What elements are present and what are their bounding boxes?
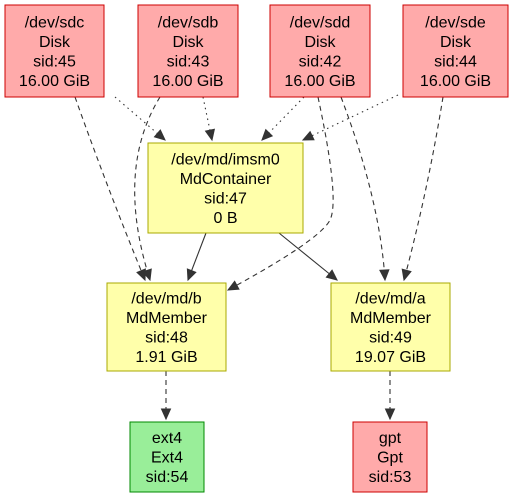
arrowhead-imsm0-mda bbox=[325, 269, 338, 281]
node-label-line: Disk bbox=[39, 34, 71, 51]
arrowhead-sde-mda bbox=[401, 268, 412, 282]
node-label-line: /dev/sdb bbox=[158, 14, 219, 31]
node-box bbox=[129, 421, 205, 493]
node-box bbox=[137, 4, 239, 98]
arrowhead-mdb-ext4 bbox=[160, 408, 172, 421]
node-label-line: /dev/md/imsm0 bbox=[171, 151, 280, 168]
node-label-line: sid:54 bbox=[146, 469, 189, 486]
node-box bbox=[4, 4, 105, 98]
node-label-line: Disk bbox=[440, 34, 472, 51]
node-label-line: /dev/sde bbox=[425, 14, 486, 31]
node-label-line: 19.07 GiB bbox=[355, 349, 426, 366]
node-label-line: sid:45 bbox=[33, 53, 76, 70]
node-label-line: MdMember bbox=[350, 310, 432, 327]
node-label-line: 16.00 GiB bbox=[420, 73, 491, 90]
node-label-line: ext4 bbox=[152, 430, 182, 447]
node-label-line: Gpt bbox=[377, 450, 403, 467]
node-label-line: /dev/md/a bbox=[355, 290, 425, 307]
arrowhead-sdd-imsm0 bbox=[261, 128, 274, 141]
edges-layer bbox=[74, 94, 444, 421]
arrowhead-sdc-mdb bbox=[136, 268, 146, 282]
node-label-line: /dev/sdd bbox=[290, 14, 350, 31]
node-label-line: 16.00 GiB bbox=[152, 73, 223, 90]
node-label-line: sid:47 bbox=[204, 190, 247, 207]
node-label-line: 1.91 GiB bbox=[135, 349, 197, 366]
edge-sdc-mdb bbox=[74, 96, 146, 281]
node-label-line: sid:44 bbox=[434, 53, 477, 70]
arrowhead-sde-imsm0 bbox=[301, 130, 315, 141]
arrowhead-sdc-imsm0 bbox=[153, 129, 166, 141]
node-label-line: /dev/md/b bbox=[131, 290, 201, 307]
node-label-line: /dev/sdc bbox=[25, 14, 85, 31]
node-label-line: MdContainer bbox=[180, 171, 272, 188]
node-box bbox=[269, 4, 371, 98]
node-label-line: gpt bbox=[379, 430, 402, 447]
node-label-line: Disk bbox=[304, 34, 336, 51]
node-box bbox=[106, 282, 227, 372]
arrowhead-mda-gpt bbox=[384, 408, 396, 421]
node-box bbox=[352, 421, 428, 493]
edge-sde-imsm0 bbox=[302, 94, 399, 141]
node-label-line: sid:43 bbox=[167, 53, 210, 70]
node-label-line: 16.00 GiB bbox=[19, 73, 90, 90]
edge-sdd-mda bbox=[340, 96, 386, 281]
node-label-line: Disk bbox=[172, 34, 204, 51]
node-label-line: 16.00 GiB bbox=[284, 73, 355, 90]
edge-sdb-mdb bbox=[134, 96, 161, 281]
arrowhead-sdb-imsm0 bbox=[204, 128, 216, 142]
node-box bbox=[147, 142, 304, 234]
arrowhead-sdd-mdb bbox=[226, 280, 240, 291]
edge-sde-mda bbox=[403, 96, 444, 281]
node-box bbox=[402, 4, 509, 98]
edge-imsm0-mda bbox=[278, 232, 338, 281]
node-label-line: sid:49 bbox=[369, 329, 412, 346]
node-label-line: Ext4 bbox=[151, 450, 183, 467]
node-label-line: sid:48 bbox=[145, 329, 188, 346]
arrowhead-sdd-mda bbox=[379, 269, 390, 282]
node-label-line: 0 B bbox=[213, 210, 237, 227]
node-label-line: MdMember bbox=[126, 310, 208, 327]
node-label-line: sid:53 bbox=[369, 469, 412, 486]
arrowhead-imsm0-mdb bbox=[186, 268, 197, 282]
node-box bbox=[330, 282, 451, 372]
edge-sdd-mdb bbox=[227, 96, 334, 291]
node-label-line: sid:42 bbox=[299, 53, 342, 70]
arrowhead-sdb-mdb bbox=[141, 268, 152, 282]
